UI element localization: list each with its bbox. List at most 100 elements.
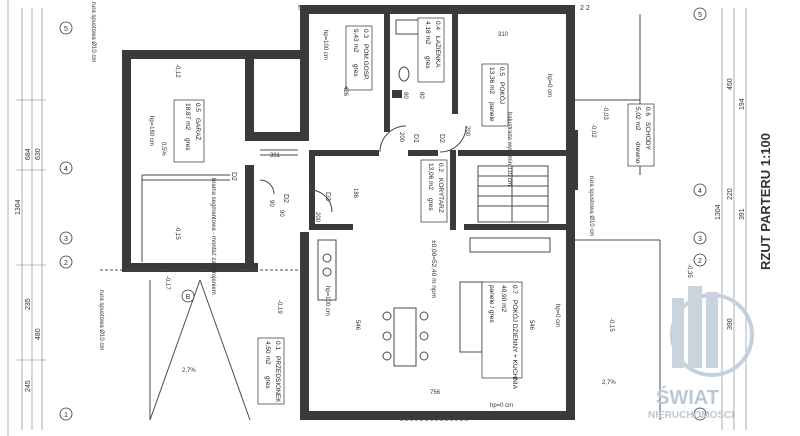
downpipe-top: rura spustowa Ø10 cm: [90, 2, 96, 62]
right-dim-d: 391: [739, 208, 746, 220]
svg-text:D2: D2: [282, 194, 289, 203]
svg-text:5,02 m2: 5,02 m2: [634, 107, 641, 131]
svg-text:426: 426: [342, 86, 348, 97]
svg-text:POKÓJ: POKÓJ: [498, 82, 507, 104]
right-axis-markers: 5 4 3 2 1: [693, 7, 707, 421]
svg-text:756: 756: [430, 390, 441, 396]
svg-text:KORYTARZ: KORYTARZ: [437, 178, 444, 213]
watermark: ŚWIAT NIERUCHOMOŚCI: [648, 286, 754, 421]
svg-text:18,87 m2: 18,87 m2: [184, 103, 191, 130]
svg-text:-0,19: -0,19: [276, 300, 282, 314]
svg-text:90: 90: [268, 200, 274, 207]
svg-text:D3: D3: [324, 192, 331, 201]
svg-text:-0,02: -0,02: [590, 124, 596, 138]
slope-1: 2,7%: [182, 368, 196, 374]
svg-text:PRZEDSIONEK: PRZEDSIONEK: [274, 356, 281, 403]
svg-text:POKÓJ DZIENNY + KUCHNIA: POKÓJ DZIENNY + KUCHNIA: [511, 300, 520, 390]
annotations: brama segmentowa - montaż za zbrojeniem …: [90, 2, 692, 409]
room-label-bathroom: 0.4 ŁAZIENKA 4,18 m2 gres: [417, 17, 445, 83]
exterior-walls: [122, 5, 578, 420]
svg-text:80: 80: [418, 92, 424, 99]
left-axis-markers: 5 4 3 2 1: [59, 21, 73, 421]
svg-text:panele / gres: panele / gres: [488, 285, 495, 323]
right-dim-total: 1304: [715, 204, 722, 220]
svg-text:gres: gres: [352, 64, 359, 77]
room-label-room: 0.5 POKÓJ 13,36 m2 panele: [481, 63, 509, 127]
svg-text:0.5: 0.5: [498, 67, 505, 76]
hp-top: hp=100 cm: [322, 30, 328, 60]
hp-living: hp=100 cm: [324, 286, 330, 316]
svg-text:3: 3: [64, 236, 68, 243]
svg-text:-0,15: -0,15: [174, 226, 180, 240]
svg-text:4,18 m2: 4,18 m2: [424, 21, 431, 45]
left-dim-b: 630: [35, 148, 42, 160]
section-marker-b: B: [186, 294, 191, 301]
left-dim-e: 245: [25, 380, 32, 392]
svg-text:13,36 m2: 13,36 m2: [488, 67, 495, 94]
svg-text:4: 4: [698, 188, 702, 195]
svg-text:310: 310: [498, 32, 509, 38]
plan-details: [100, 14, 661, 421]
svg-text:40,90 m2: 40,90 m2: [500, 285, 507, 312]
downpipe-right: rura spustowa Ø10 cm: [588, 176, 594, 236]
svg-text:-0,12: -0,12: [174, 64, 180, 78]
svg-text:1: 1: [698, 412, 702, 419]
svg-text:gres: gres: [184, 138, 191, 151]
svg-text:0.6: 0.6: [644, 107, 651, 116]
svg-text:90: 90: [278, 210, 284, 217]
svg-text:4,50 m2: 4,50 m2: [264, 341, 271, 365]
downpipe-left: rura spustowa Ø10 cm: [98, 290, 104, 350]
svg-text:0.7: 0.7: [511, 285, 518, 294]
svg-text:391: 391: [270, 153, 281, 159]
top-dim-b: 2 2: [580, 5, 590, 12]
svg-text:0.5: 0.5: [194, 103, 201, 112]
left-dim-d: 480: [35, 328, 42, 340]
balustrade-note: balustrada wys. min 110 cm: [506, 112, 512, 186]
svg-text:0.4: 0.4: [434, 21, 441, 30]
hp-right: hp=0 cm: [554, 304, 560, 327]
room-label-stairs: 0.6 SCHODY 5,02 m2 drewno: [627, 103, 655, 167]
svg-text:5: 5: [64, 26, 68, 33]
svg-text:POM.GOSP.: POM.GOSP.: [362, 44, 369, 81]
room-label-garage: 0.5 GARAŻ 18,87 m2 gres: [173, 99, 205, 163]
room-label-corridor: 0.2 KORYTARZ 13,06 m2 gres: [420, 159, 448, 223]
left-dimension-chain: 1304 684 630 235 480 245: [15, 8, 46, 430]
room-label-wc: 0.3 POM.GOSP. 9,43 m2 gres: [345, 25, 373, 91]
svg-text:200: 200: [398, 132, 404, 143]
svg-text:200: 200: [464, 126, 470, 137]
hp-bottom: hp=0 cm: [490, 403, 513, 409]
svg-text:-0,15: -0,15: [608, 318, 614, 332]
svg-text:0.2: 0.2: [437, 163, 444, 172]
svg-text:0.3: 0.3: [362, 29, 369, 38]
svg-text:D2: D2: [230, 172, 237, 181]
svg-text:186: 186: [352, 188, 358, 199]
level-note: ±0,00=52,40 m npm: [430, 240, 437, 298]
right-dim-b: 194: [739, 98, 746, 110]
drawing-title: RZUT PARTERU 1:100: [758, 133, 773, 270]
svg-text:-0,03: -0,03: [602, 106, 608, 120]
svg-text:5: 5: [698, 12, 702, 19]
right-dim-c: 220: [727, 188, 734, 200]
svg-text:gres: gres: [264, 376, 271, 389]
left-dim-total: 1304: [15, 199, 22, 215]
svg-text:13,06 m2: 13,06 m2: [427, 163, 434, 190]
slope-garage: 0,5%: [160, 142, 166, 156]
svg-text:0.1: 0.1: [274, 341, 281, 350]
svg-text:4: 4: [64, 166, 68, 173]
hp-garage: hp=180 cm: [148, 116, 154, 146]
svg-text:panele: panele: [488, 102, 495, 122]
svg-text:80: 80: [402, 92, 408, 99]
right-dim-e: 390: [727, 318, 734, 330]
svg-text:drewno: drewno: [634, 142, 641, 164]
svg-text:2: 2: [64, 260, 68, 267]
slope-2: 2,7%: [602, 380, 616, 386]
svg-text:D2: D2: [438, 134, 445, 143]
left-dim-a: 684: [25, 148, 32, 160]
room-label-entrance: 0.1 PRZEDSIONEK 4,50 m2 gres: [257, 337, 285, 405]
svg-text:-0,35: -0,35: [686, 264, 692, 278]
svg-text:546: 546: [354, 320, 360, 331]
room-label-living: 0.7 POKÓJ DZIENNY + KUCHNIA 40,90 m2 pan…: [481, 281, 523, 390]
svg-text:NIERUCHOMOŚCI: NIERUCHOMOŚCI: [648, 408, 734, 421]
svg-text:2: 2: [698, 258, 702, 265]
